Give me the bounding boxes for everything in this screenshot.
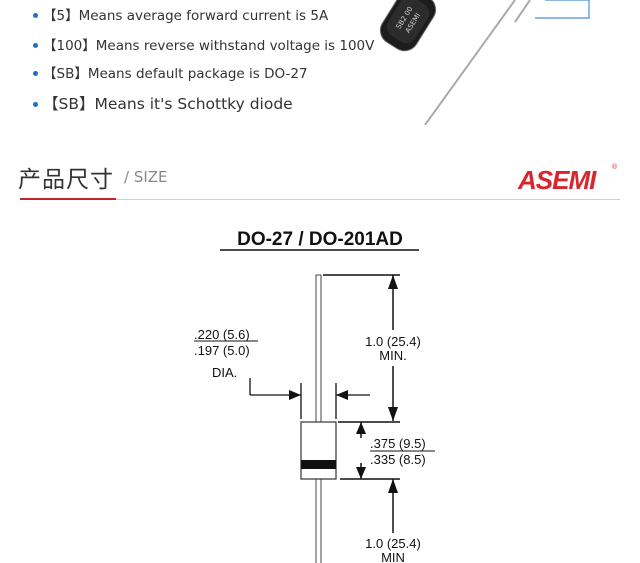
lower-lead <box>315 477 322 563</box>
section-divider <box>116 199 620 200</box>
arrow-up-icon <box>388 479 398 493</box>
bullet-dot-icon <box>33 71 38 76</box>
arrow-up-icon <box>356 422 366 434</box>
arrow-up-icon <box>388 275 398 289</box>
cathode-band <box>301 460 336 469</box>
diameter-max: .220 (5.6) <box>194 327 250 342</box>
section-subtitle: / SIZE <box>124 168 168 186</box>
diode-body: SB2 00 ASEMI <box>379 0 437 52</box>
arrow-left-icon <box>336 390 348 400</box>
feature-text: 【100】Means reverse withstand voltage is … <box>43 38 375 54</box>
bullet-dot-icon <box>33 43 38 48</box>
diameter-min: .197 (5.0) <box>194 343 250 358</box>
section-title: 产品尺寸 <box>18 167 114 193</box>
logo-text: ASEMI <box>517 165 597 194</box>
lead-length-bottom-min: MIN <box>381 550 405 563</box>
feature-text: 【5】Means average forward current is 5A <box>43 8 329 24</box>
feature-item: 【5】Means average forward current is 5A <box>33 4 328 24</box>
feature-item: 【SB】Means it's Schottky diode <box>33 92 293 114</box>
diode-body-outline <box>300 421 337 480</box>
lead-length-top: 1.0 (25.4) <box>365 334 421 349</box>
lead-length-bottom: 1.0 (25.4) <box>365 536 421 551</box>
arrow-down-icon <box>356 467 366 479</box>
package-outline-drawing: DO-27 / DO-201AD 1.0 (25.4) MIN. .375 (9… <box>194 229 435 563</box>
feature-item: 【100】Means reverse withstand voltage is … <box>33 34 374 54</box>
lead-length-top-min: MIN. <box>379 348 406 363</box>
section-underline <box>20 198 116 200</box>
body-length-max: .375 (9.5) <box>370 436 426 451</box>
logo-registered-mark: ® <box>612 163 618 171</box>
product-photo: SB2 00 ASEMI <box>379 0 590 125</box>
feature-text: 【SB】Means default package is DO-27 <box>43 66 308 82</box>
diameter-label: DIA. <box>212 365 237 380</box>
feature-item: 【SB】Means default package is DO-27 <box>33 62 308 82</box>
product-lead <box>424 0 516 125</box>
upper-lead <box>315 274 322 424</box>
product-lead <box>514 0 531 23</box>
body-length-min: .335 (8.5) <box>370 452 426 467</box>
photo-frame <box>535 0 590 19</box>
bullet-dot-icon <box>33 13 38 18</box>
section-header: 产品尺寸 / SIZE ASEMI ® <box>0 150 640 205</box>
arrow-right-icon <box>289 390 301 400</box>
arrow-down-icon <box>388 407 398 421</box>
feature-text: 【SB】Means it's Schottky diode <box>43 95 293 113</box>
bullet-dot-icon <box>33 102 38 107</box>
diagram-title: DO-27 / DO-201AD <box>237 229 403 250</box>
asemi-logo: ASEMI ® <box>517 163 618 194</box>
